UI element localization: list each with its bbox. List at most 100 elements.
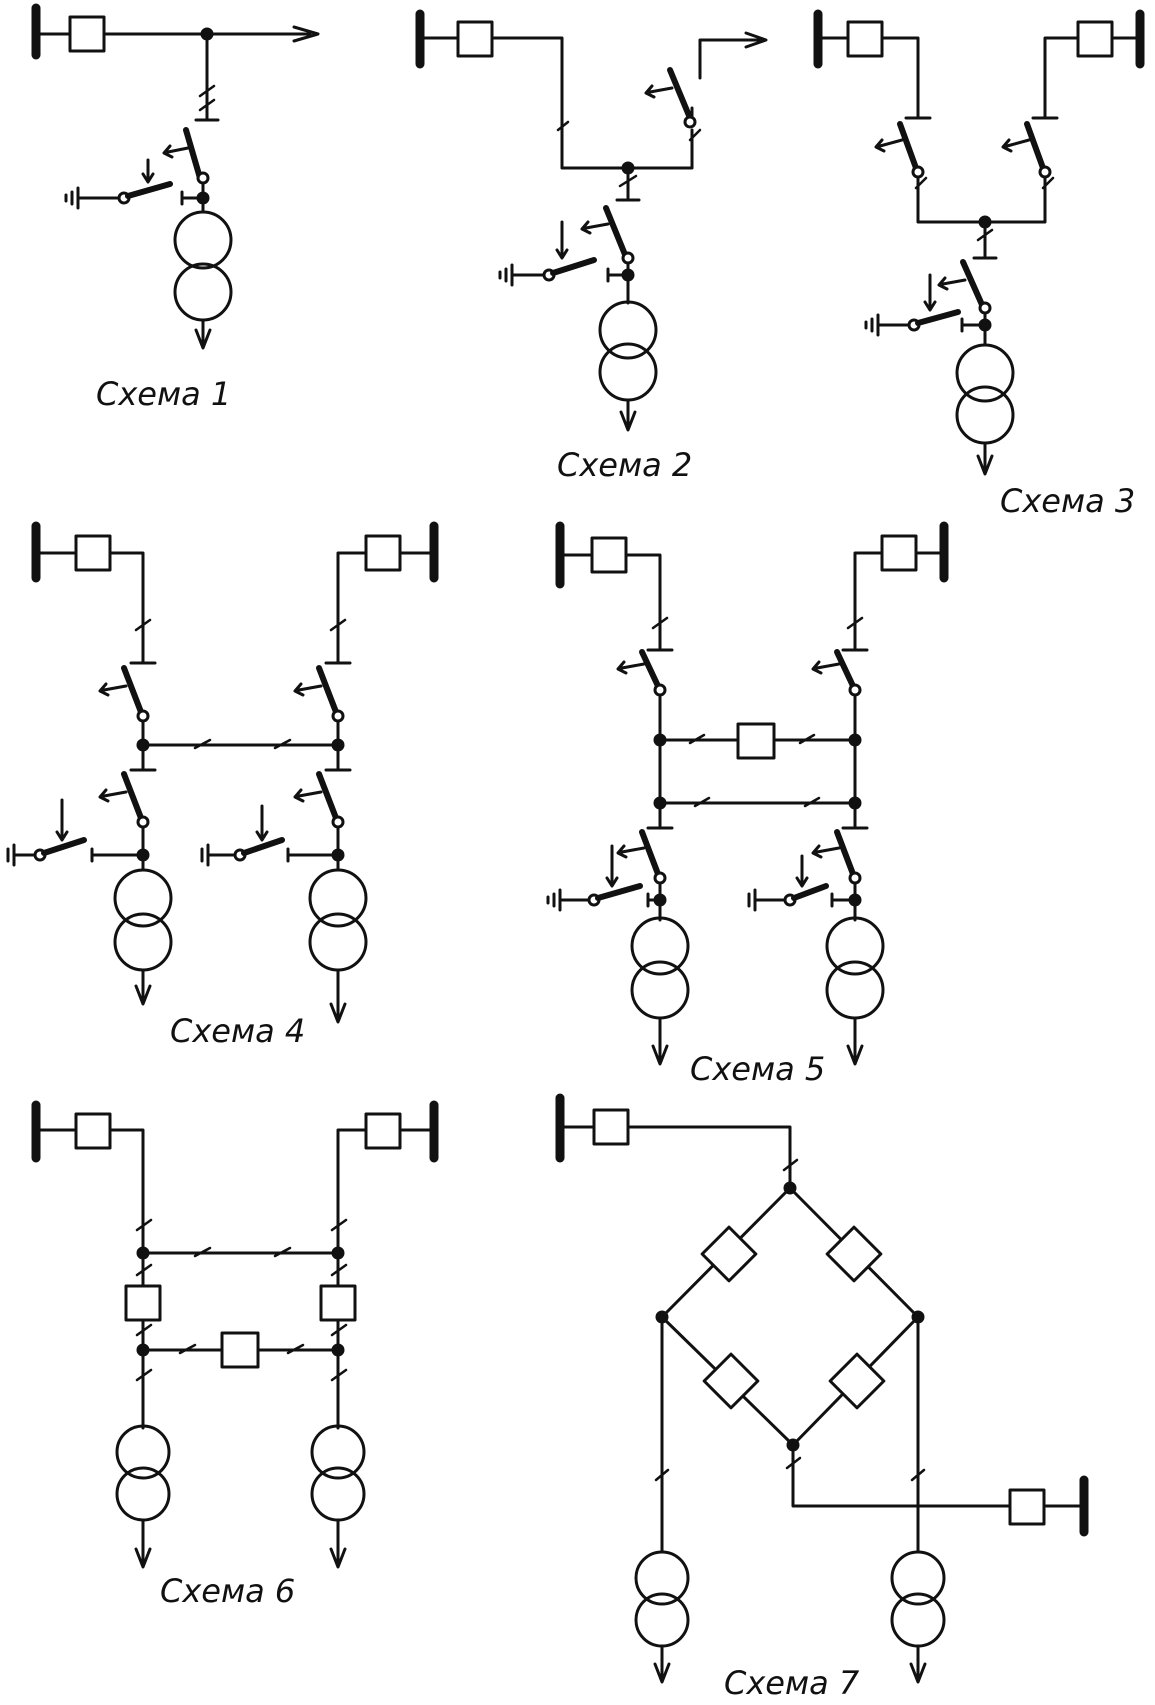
wire xyxy=(658,693,857,830)
line-outgoing-arrow xyxy=(744,31,768,49)
wire xyxy=(690,38,762,120)
transformer-winding-icon xyxy=(310,1424,366,1480)
drive-arrow-icon xyxy=(811,844,841,859)
load-arrow-icon xyxy=(194,318,212,350)
ground-switch-icon xyxy=(546,888,592,912)
wire xyxy=(791,1443,1012,1508)
drive-arrow-icon xyxy=(616,660,646,675)
breaker-icon xyxy=(68,15,106,53)
disconnector-open-icon xyxy=(121,665,144,715)
transformer-winding-icon xyxy=(630,960,690,1020)
diagram-stroke xyxy=(654,1468,926,1482)
wire xyxy=(646,801,869,830)
scheme-3-diagram: Схема 3 xyxy=(813,9,1145,520)
breaker-icon xyxy=(1008,1488,1046,1526)
disconnector-open-icon xyxy=(183,127,203,181)
wire xyxy=(194,32,220,122)
load-arrow-icon xyxy=(976,441,994,476)
diagram-stroke xyxy=(134,618,347,632)
load-arrow-icon xyxy=(329,968,347,1024)
diagram-stroke xyxy=(135,1323,348,1337)
load-arrow-icon xyxy=(651,1016,669,1066)
load-arrow-icon xyxy=(653,1644,671,1684)
transformer-winding-icon xyxy=(113,912,173,972)
transformer-winding-icon xyxy=(173,262,233,322)
drive-arrow-icon xyxy=(937,276,967,291)
diagram-stroke xyxy=(193,738,292,750)
disconnector-open-icon xyxy=(1024,121,1046,171)
drive-arrow-icon xyxy=(795,854,809,888)
breaker-icon xyxy=(702,1352,760,1410)
breaker-icon xyxy=(592,1108,630,1146)
ground-blade-icon xyxy=(550,257,597,276)
load-arrow-icon xyxy=(134,1518,152,1569)
ground-blade-icon xyxy=(791,883,829,901)
transformer-winding-icon xyxy=(308,868,368,928)
wire xyxy=(660,1186,920,1447)
section-ticks xyxy=(134,84,1055,1482)
ground-blade-icon xyxy=(41,837,87,856)
diagram-stroke xyxy=(618,174,638,188)
diagram-stroke xyxy=(178,1343,305,1355)
wire xyxy=(34,1128,145,1288)
scheme-1-caption: Схема 1 xyxy=(96,375,231,413)
drive-arrow-icon xyxy=(55,798,69,842)
transformer-winding-icon xyxy=(630,916,690,976)
scheme-2-diagram: Схема 2 xyxy=(415,9,768,484)
breaker-icon xyxy=(825,1225,883,1283)
breaker-icon xyxy=(828,1352,886,1410)
wire xyxy=(129,719,352,772)
drive-arrow-icon xyxy=(555,220,569,260)
drive-arrow-icon xyxy=(162,144,190,159)
diagram-stroke xyxy=(693,796,821,808)
transformer-winding-icon xyxy=(308,912,368,972)
transformer-winding-icon xyxy=(955,385,1015,445)
breaker-icon xyxy=(846,20,884,58)
transformer-winding-icon xyxy=(634,1550,690,1606)
drive-arrow-icon xyxy=(923,273,937,312)
wire xyxy=(90,825,340,872)
transformer-winding-icon xyxy=(825,916,885,976)
breaker-icon xyxy=(124,1284,162,1322)
disconnector-open-icon xyxy=(667,67,693,121)
breaker-icon xyxy=(364,1112,402,1150)
breaker-icon xyxy=(590,536,628,574)
diagram-stroke xyxy=(914,176,1055,190)
diagram-stroke xyxy=(976,228,994,242)
scheme-6-diagram: Схема 6 xyxy=(31,1100,439,1610)
drive-arrow-icon xyxy=(293,682,323,697)
scheme-7-diagram: Схема 7 xyxy=(555,1093,1089,1702)
disconnector-open-icon xyxy=(834,829,856,877)
load-arrow-icon xyxy=(329,1518,347,1569)
hinge-icon xyxy=(683,115,697,129)
breaker-icon xyxy=(700,1225,758,1283)
transformer-winding-icon xyxy=(113,868,173,928)
diagram-stroke xyxy=(688,733,816,745)
wire xyxy=(816,36,932,120)
diagram-stroke xyxy=(135,1263,348,1277)
drive-arrow-icon xyxy=(811,660,841,675)
transformer-winding-icon xyxy=(115,1424,171,1480)
wire xyxy=(615,166,641,202)
disconnector-open-icon xyxy=(897,121,919,171)
ground-blade-icon xyxy=(595,883,643,901)
breaker-icon xyxy=(736,722,776,760)
drive-arrow-icon xyxy=(255,804,269,842)
drive-arrow-icon xyxy=(98,682,128,697)
wire xyxy=(916,175,1047,224)
scheme-4-diagram: Схема 4 xyxy=(6,521,439,1050)
transformer-winding-icon xyxy=(310,1466,366,1522)
transformer-winding-icon xyxy=(955,343,1015,403)
breaker-icon xyxy=(319,1284,357,1322)
ground-switch-icon xyxy=(200,843,238,867)
diagram-stroke xyxy=(135,1368,348,1382)
ground-blade-icon xyxy=(915,309,961,326)
scheme-1-diagram: Схема 1 xyxy=(31,3,320,413)
wire xyxy=(558,553,674,652)
diagram-stroke xyxy=(785,1456,802,1470)
ground-switch-icon xyxy=(864,313,912,337)
wire xyxy=(960,311,987,347)
transformer-winding-icon xyxy=(890,1592,946,1648)
